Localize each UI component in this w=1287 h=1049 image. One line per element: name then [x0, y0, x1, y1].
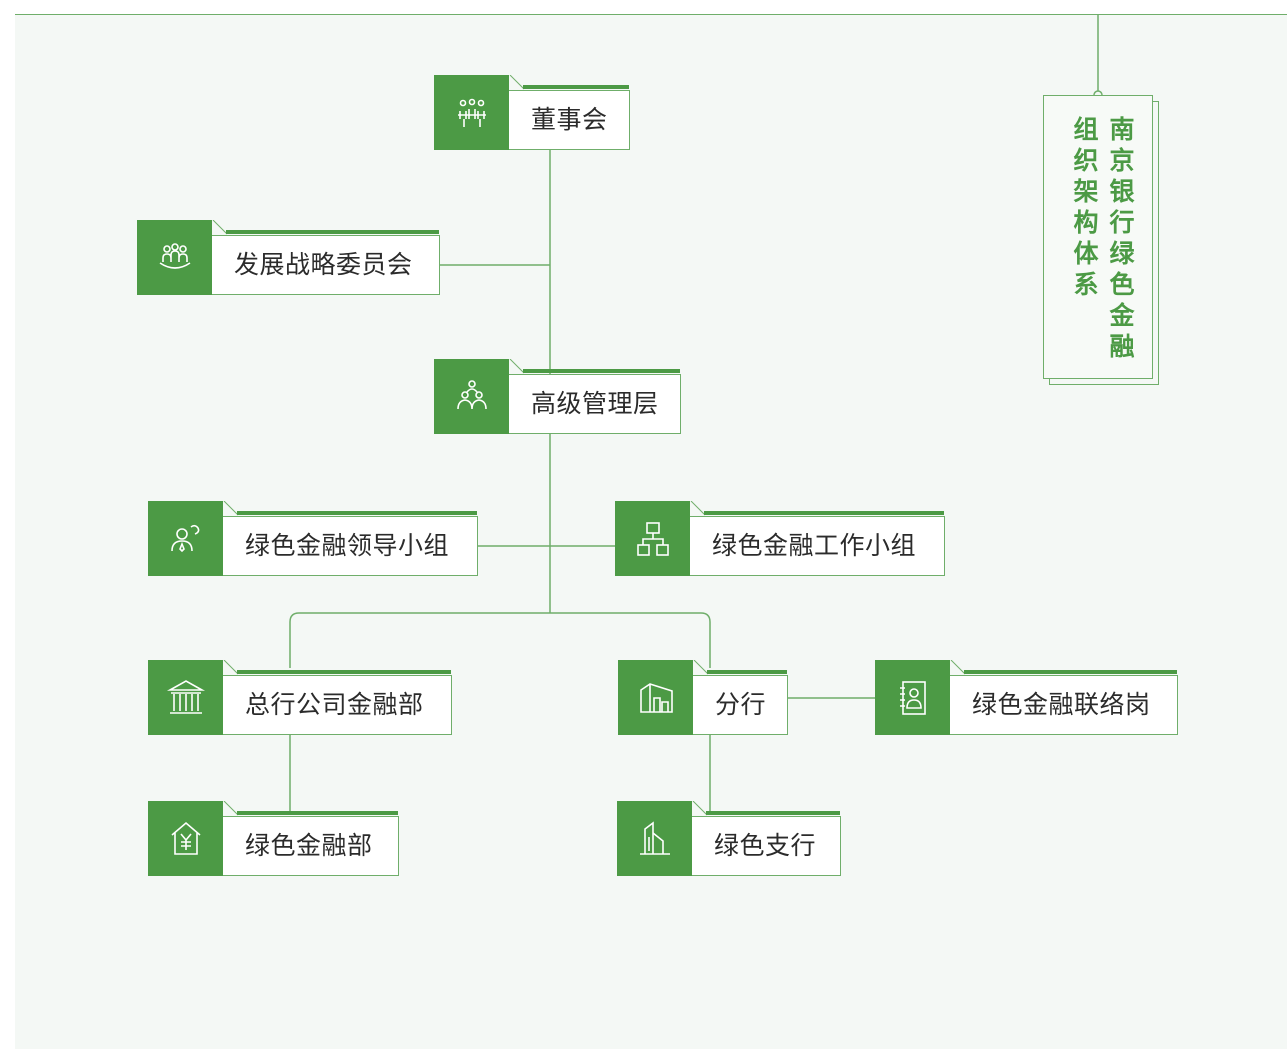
node-label: 总行公司金融部 [245, 690, 424, 719]
node-green-finance-dept: 绿色金融部 [148, 801, 399, 876]
node-label: 分行 [715, 690, 767, 719]
node-label: 绿色金融领导小组 [245, 531, 450, 560]
node-label: 发展战略委员会 [234, 250, 413, 279]
title-card-front: 南京银行绿色金融 组织架构体系 [1043, 95, 1153, 379]
node-label: 董事会 [531, 105, 608, 134]
title-line-1: 南京银行绿色金融 [1106, 116, 1135, 364]
node-label: 高级管理层 [531, 389, 659, 418]
building-icon [618, 660, 693, 735]
node-hq-label-box: 总行公司金融部 [223, 670, 452, 735]
org-chart-icon [615, 501, 690, 576]
node-working-label-box: 绿色金融工作小组 [690, 511, 945, 576]
bank-icon [148, 660, 223, 735]
tower-icon [617, 801, 692, 876]
node-leading-group: 绿色金融领导小组 [148, 501, 478, 576]
node-label: 绿色金融部 [245, 831, 373, 860]
branch-split-line [289, 612, 711, 668]
node-strategy-committee: 发展战略委员会 [137, 220, 440, 295]
node-senior-management: 高级管理层 [434, 359, 681, 434]
hierarchy-people-icon [434, 359, 509, 434]
contact-book-icon [875, 660, 950, 735]
node-branch-label-box: 分行 [693, 670, 788, 735]
node-label: 绿色金融联络岗 [972, 690, 1151, 719]
node-liaison-label-box: 绿色金融联络岗 [950, 670, 1178, 735]
node-green-dept-label-box: 绿色金融部 [223, 811, 399, 876]
node-board: 董事会 [434, 75, 630, 150]
node-label: 绿色金融工作小组 [712, 531, 917, 560]
title-card: 南京银行绿色金融 组织架构体系 [1043, 95, 1159, 385]
node-leading-label-box: 绿色金融领导小组 [223, 511, 478, 576]
node-senior-label-box: 高级管理层 [509, 369, 681, 434]
node-green-sub-branch: 绿色支行 [617, 801, 841, 876]
node-strategy-label-box: 发展战略委员会 [212, 230, 440, 295]
node-label: 绿色支行 [714, 831, 817, 860]
node-board-label-box: 董事会 [509, 85, 630, 150]
node-hq-corporate-finance: 总行公司金融部 [148, 660, 452, 735]
group-icon [137, 220, 212, 295]
node-working-group: 绿色金融工作小组 [615, 501, 945, 576]
node-branch: 分行 [618, 660, 788, 735]
node-sub-branch-label-box: 绿色支行 [692, 811, 841, 876]
house-yen-icon [148, 801, 223, 876]
users-icon [148, 501, 223, 576]
node-liaison-post: 绿色金融联络岗 [875, 660, 1178, 735]
meeting-icon [434, 75, 509, 150]
title-line-2: 组织架构体系 [1070, 116, 1099, 302]
